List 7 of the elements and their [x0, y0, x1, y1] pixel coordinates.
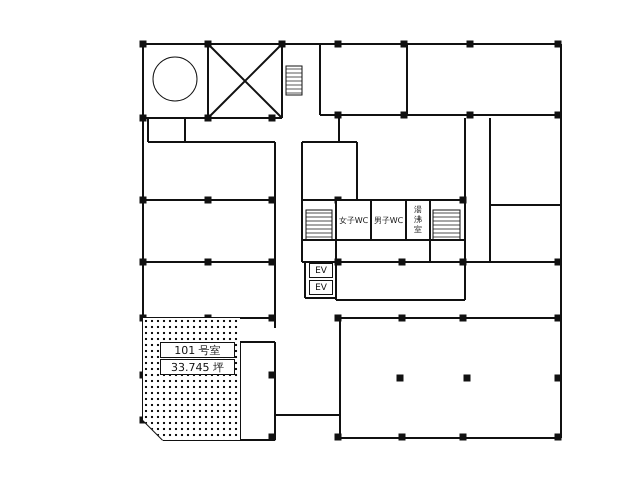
room-number-label: 101 号室	[160, 342, 235, 358]
office-unit-room	[143, 318, 240, 440]
elevator-room: EV	[309, 280, 333, 295]
restroom-room: 女子WC	[336, 200, 371, 240]
elevator-room: EV	[309, 263, 333, 278]
floor-area-label: 33.745 坪	[160, 359, 235, 375]
restroom-room: 男子WC	[371, 200, 406, 240]
